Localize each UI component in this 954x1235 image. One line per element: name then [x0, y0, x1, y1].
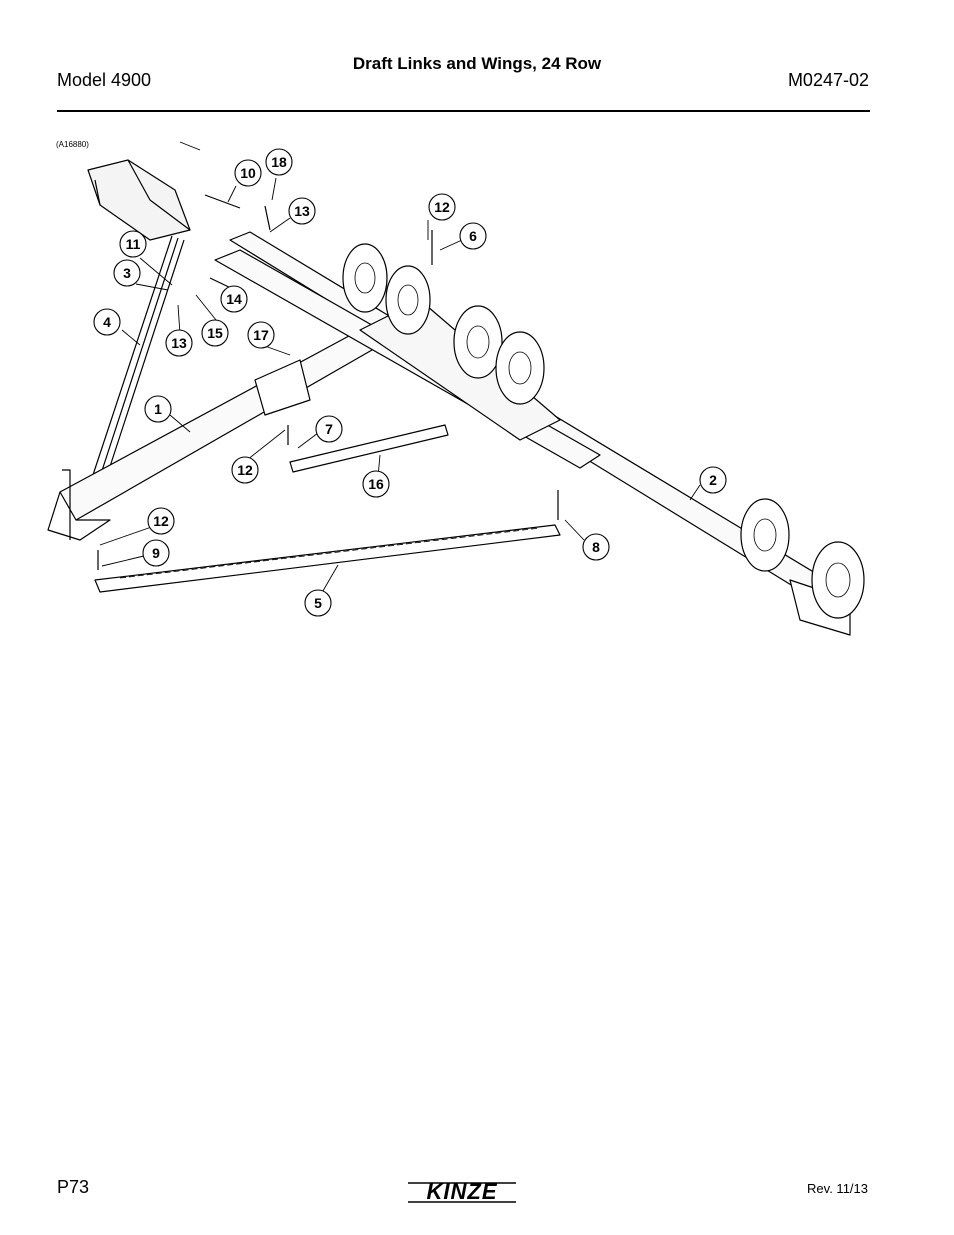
svg-text:18: 18	[271, 154, 287, 170]
kinze-logo: KINZE	[406, 1179, 518, 1204]
svg-text:10: 10	[240, 165, 256, 181]
svg-text:4: 4	[103, 314, 111, 330]
page-title: Draft Links and Wings, 24 Row	[352, 54, 602, 73]
callout-7: 7	[315, 415, 343, 443]
callout-8: 8	[582, 533, 610, 561]
svg-text:13: 13	[294, 203, 310, 219]
callout-12c: 12	[147, 507, 175, 535]
svg-text:11: 11	[126, 236, 141, 252]
svg-text:16: 16	[368, 476, 384, 492]
svg-text:8: 8	[592, 539, 600, 555]
callout-12b: 12	[231, 456, 259, 484]
header-rule	[57, 110, 870, 112]
callout-12: 12	[428, 193, 456, 221]
svg-text:13: 13	[171, 335, 187, 351]
callout-1: 1	[144, 395, 172, 423]
svg-text:12: 12	[153, 513, 169, 529]
callout-5: 5	[304, 589, 332, 617]
svg-text:2: 2	[709, 472, 717, 488]
callout-17: 17	[247, 321, 275, 349]
callout-9: 9	[142, 539, 170, 567]
svg-text:14: 14	[226, 291, 242, 307]
callout-4: 4	[93, 308, 121, 336]
svg-text:3: 3	[123, 265, 131, 281]
callout-11: 11	[119, 230, 147, 258]
page-number: P73	[57, 1177, 90, 1197]
callout-14: 14	[220, 285, 248, 313]
callout-18: 18	[265, 148, 293, 176]
document-number: M0247-02	[787, 70, 869, 90]
callout-3: 3	[113, 259, 141, 287]
revision-label: Rev. 11/13	[807, 1181, 868, 1196]
svg-text:5: 5	[314, 595, 322, 611]
callout-16: 16	[362, 470, 390, 498]
callout-13: 13	[288, 197, 316, 225]
svg-text:12: 12	[434, 199, 450, 215]
svg-text:12: 12	[237, 462, 253, 478]
svg-text:6: 6	[469, 228, 477, 244]
figure-id: (A16880)	[56, 140, 89, 149]
svg-text:9: 9	[152, 545, 160, 561]
callout-13b: 13	[165, 329, 193, 357]
callout-10: 10	[234, 159, 262, 187]
svg-text:1: 1	[154, 401, 162, 417]
callout-2: 2	[699, 466, 727, 494]
callout-6: 6	[459, 222, 487, 250]
svg-text:7: 7	[325, 421, 333, 437]
model-label: Model 4900	[57, 70, 152, 90]
parts-diagram: 10 18 13 12 6 11 3 14 4 13 15 17 1 7 12 …	[47, 141, 865, 636]
svg-text:15: 15	[207, 325, 223, 341]
callout-15: 15	[201, 319, 229, 347]
svg-text:17: 17	[253, 327, 269, 343]
